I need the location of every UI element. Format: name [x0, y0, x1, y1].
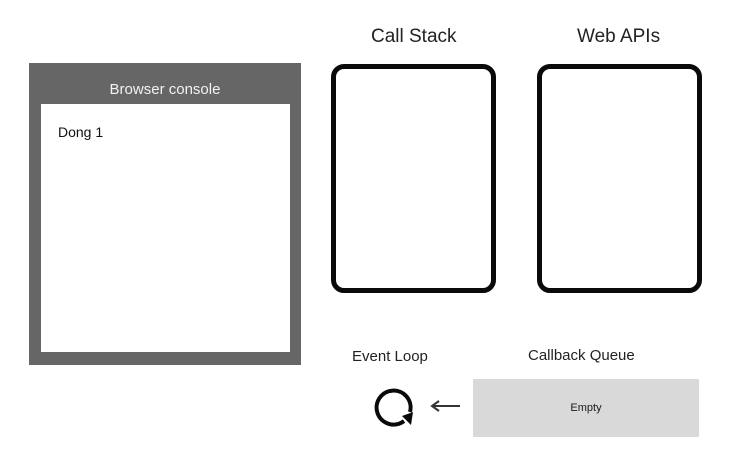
callback-queue-content: Empty	[570, 402, 602, 414]
browser-console: Browser console Dong 1	[29, 63, 301, 365]
arrow-left-icon	[430, 400, 460, 412]
web-apis-box	[537, 64, 702, 293]
refresh-loop-icon	[374, 388, 413, 427]
callback-queue-label: Callback Queue	[528, 347, 635, 364]
event-loop-label: Event Loop	[352, 348, 428, 365]
web-apis-title: Web APIs	[577, 26, 661, 47]
browser-console-title: Browser console	[109, 81, 221, 98]
call-stack-title: Call Stack	[371, 26, 457, 47]
console-line: Dong 1	[58, 124, 104, 140]
browser-console-output: Dong 1	[41, 104, 290, 352]
callback-queue-box: Empty	[473, 379, 699, 437]
call-stack-box	[331, 64, 496, 293]
